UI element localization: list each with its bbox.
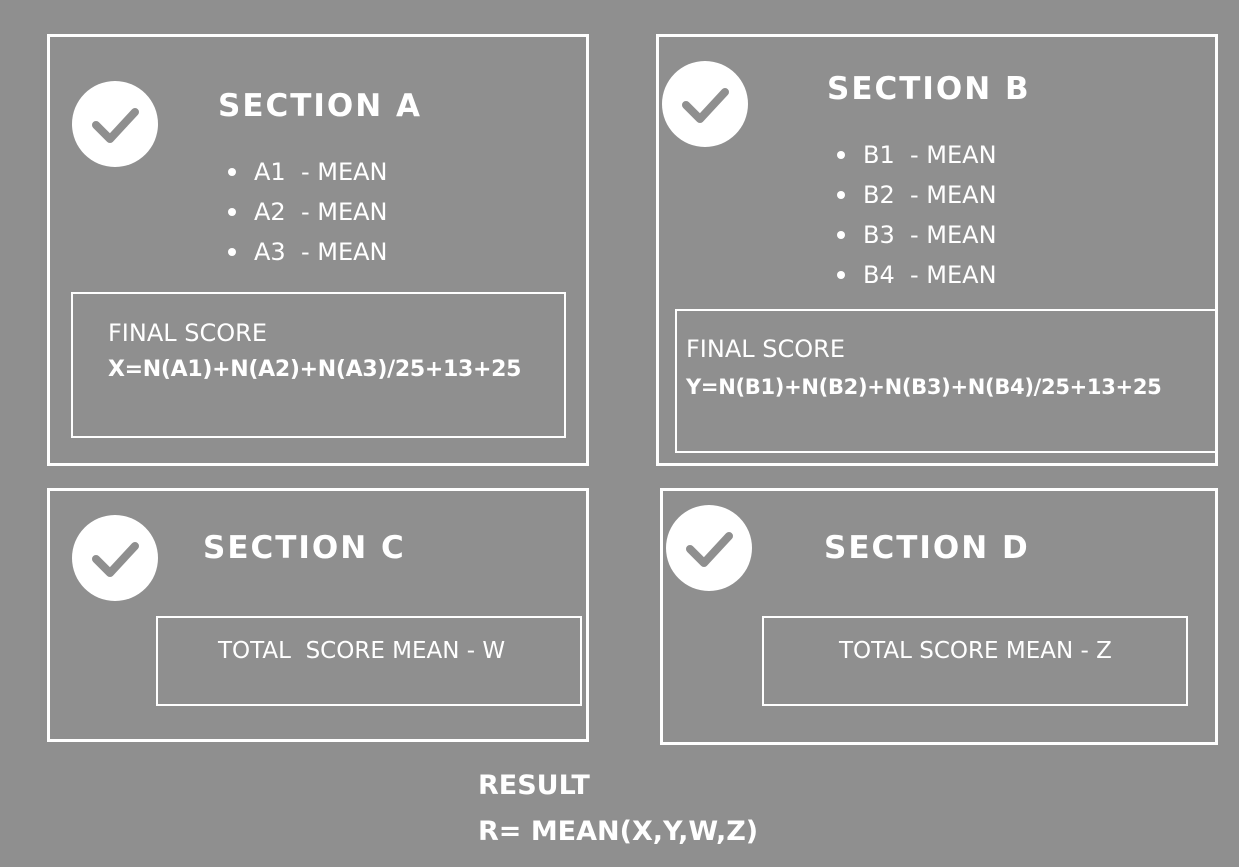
list-item: B2 - MEAN [837,175,997,215]
check-circle-icon [666,505,752,591]
list-item: A3 - MEAN [228,232,387,272]
total-score-label: TOTAL SCORE MEAN - W [218,638,506,664]
section-d-title: SECTION D [824,530,1030,566]
section-b-title: SECTION B [827,71,1031,107]
section-a-list: A1 - MEAN A2 - MEAN A3 - MEAN [228,152,387,272]
section-a-final-score-box: FINAL SCORE X=N(A1)+N(A2)+N(A3)/25+13+25 [71,292,566,438]
result-formula: R= MEAN(X,Y,W,Z) [478,816,759,847]
section-c-title: SECTION C [203,530,406,566]
check-circle-icon [72,81,158,167]
list-item: A2 - MEAN [228,192,387,232]
section-b-box: SECTION B B1 - MEAN B2 - MEAN B3 - MEAN … [656,34,1218,466]
final-score-formula: Y=N(B1)+N(B2)+N(B3)+N(B4)/25+13+25 [686,375,1162,399]
check-circle-icon [72,515,158,601]
section-b-list: B1 - MEAN B2 - MEAN B3 - MEAN B4 - MEAN [837,135,997,295]
section-b-final-score-box: FINAL SCORE Y=N(B1)+N(B2)+N(B3)+N(B4)/25… [675,309,1218,453]
section-a-title: SECTION A [218,88,423,124]
check-circle-icon [662,61,748,147]
section-c-box: SECTION C TOTAL SCORE MEAN - W [47,488,589,742]
list-item: B1 - MEAN [837,135,997,175]
list-item: B4 - MEAN [837,255,997,295]
list-item: A1 - MEAN [228,152,387,192]
final-score-formula: X=N(A1)+N(A2)+N(A3)/25+13+25 [108,357,522,382]
section-a-box: SECTION A A1 - MEAN A2 - MEAN A3 - MEAN … [47,34,589,466]
section-c-total-box: TOTAL SCORE MEAN - W [156,616,582,706]
result-label: RESULT [478,770,590,801]
final-score-label: FINAL SCORE [686,335,845,363]
total-score-label: TOTAL SCORE MEAN - Z [839,638,1112,664]
section-d-box: SECTION D TOTAL SCORE MEAN - Z [660,488,1218,745]
section-d-total-box: TOTAL SCORE MEAN - Z [762,616,1188,706]
list-item: B3 - MEAN [837,215,997,255]
final-score-label: FINAL SCORE [108,319,267,347]
